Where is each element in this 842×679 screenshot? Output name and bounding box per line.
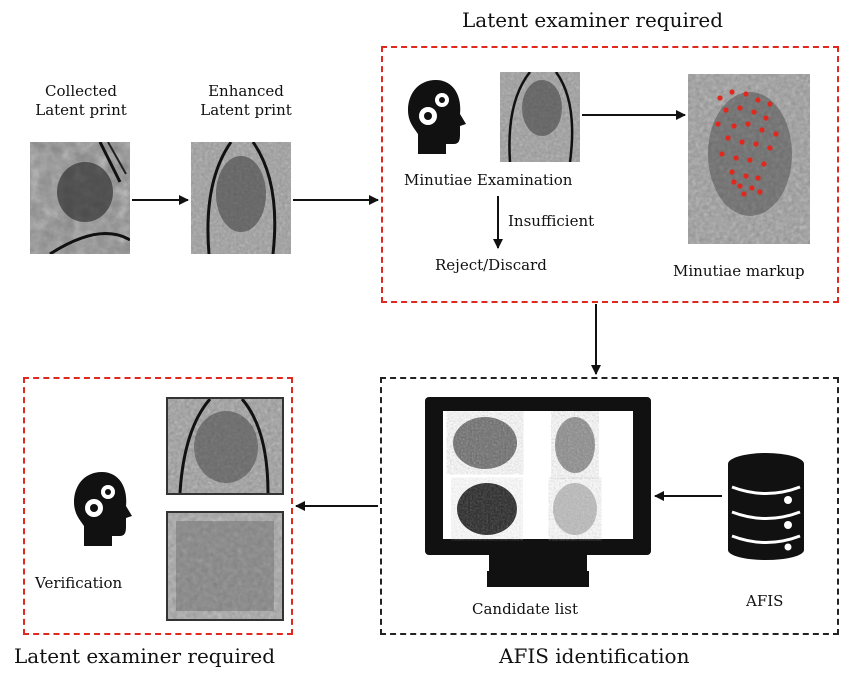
verification-latent-image (166, 397, 284, 495)
insufficient-label: Insufficient (508, 212, 595, 230)
minutia-marker (743, 91, 749, 97)
collected-label: Collected Latent print (35, 82, 127, 119)
minutia-marker (743, 173, 749, 179)
minutia-marker (737, 183, 743, 189)
markup-label: Minutiae markup (673, 262, 805, 280)
minutia-marker (731, 123, 737, 129)
minutia-marker (767, 145, 773, 151)
reject-label: Reject/Discard (435, 256, 547, 274)
monitor-icon (425, 397, 651, 587)
candidate-label: Candidate list (472, 600, 579, 618)
head-gears-icon (74, 470, 132, 548)
examiner-region-top (381, 46, 839, 303)
minutia-marker (723, 107, 729, 113)
examiner-region-bottom (23, 377, 293, 635)
minutia-marker (729, 89, 735, 95)
minutia-marker (731, 179, 737, 185)
minutia-marker (725, 135, 731, 141)
verification-candidate-image (166, 511, 284, 621)
afis-db-label: AFIS (746, 592, 784, 610)
verification-label: Verification (35, 574, 123, 592)
minutia-marker (751, 109, 757, 115)
minutia-marker (715, 121, 721, 127)
minutia-marker (759, 127, 765, 133)
head-gears-icon (408, 78, 466, 156)
minutia-marker (733, 155, 739, 161)
top-region-title: Latent examiner required (462, 8, 724, 32)
minutia-marker (749, 185, 755, 191)
minutia-marker (739, 139, 745, 145)
collected-print-image (30, 142, 130, 254)
afis-region (380, 377, 839, 635)
exam-print-image (500, 72, 580, 162)
minutia-marker (717, 95, 723, 101)
enhanced-print-image (191, 142, 291, 254)
minutiae-exam-label: Minutiae Examination (404, 171, 573, 189)
minutia-marker (719, 151, 725, 157)
minutia-marker (773, 131, 779, 137)
database-icon (726, 452, 806, 560)
minutia-marker (755, 175, 761, 181)
minutia-marker (747, 157, 753, 163)
minutia-marker (753, 141, 759, 147)
minutia-marker (741, 191, 747, 197)
afis-region-title: AFIS identification (499, 644, 690, 668)
bottom-left-region-title: Latent examiner required (14, 644, 276, 668)
minutia-marker (737, 105, 743, 111)
minutia-marker (761, 161, 767, 167)
minutia-marker (755, 97, 761, 103)
minutia-marker (745, 121, 751, 127)
minutia-marker (767, 101, 773, 107)
minutia-marker (757, 189, 763, 195)
enhanced-label: Enhanced Latent print (200, 82, 292, 119)
markup-print-image (688, 74, 810, 244)
minutia-marker (729, 169, 735, 175)
minutia-marker (763, 115, 769, 121)
